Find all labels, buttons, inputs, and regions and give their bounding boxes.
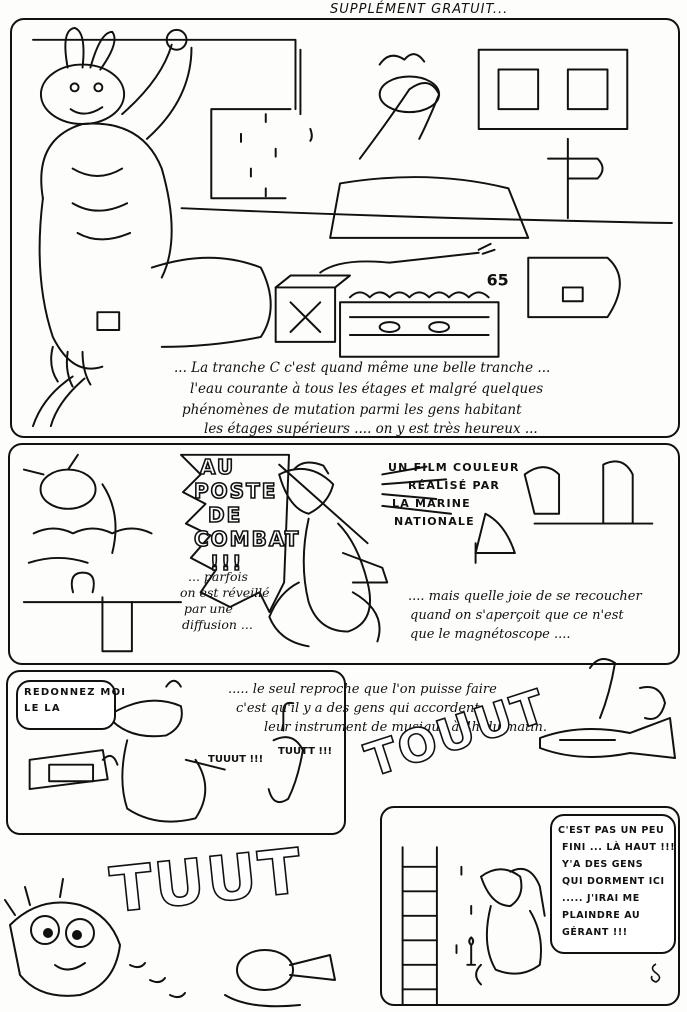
side-caption-line-3: par une	[184, 601, 233, 616]
panel-4-illustration	[401, 846, 546, 1004]
side-caption-line-1: ... parfois	[188, 569, 248, 584]
alert-sfx-line-5: !!!	[209, 551, 244, 575]
film-caption-line-2: RÉALISÉ PAR	[408, 479, 501, 492]
alert-sfx-line-3: DE	[207, 503, 243, 527]
panel-2-illustration	[22, 453, 654, 653]
panel-3-caption-line-1: ..... le seul reproche que l'on puisse f…	[228, 682, 497, 697]
speech-right-line-5: ..... J'IRAI ME	[562, 893, 640, 904]
bottom-caption-line-1: .... mais quelle joie de se recoucher	[408, 589, 642, 604]
big-sfx-tuut: TUUT	[106, 833, 307, 927]
side-caption-line-4: diffusion ...	[182, 617, 253, 632]
panel-3-trumpet-scene: REDONNEZ MOI LE LA TUUUT !!! TUUTT !!!	[6, 670, 346, 835]
panel-4-complaint-scene: C'EST PAS UN PEU FINI ... LÀ HAUT !!! Y'…	[380, 806, 680, 1006]
panel-1-caption-line-4: les étages supérieurs .... on y est très…	[204, 421, 538, 437]
panel-1-building-scene: 65 ... La tranche C c'est quand même une…	[10, 18, 680, 438]
artist-signature-mark	[650, 963, 661, 983]
number-label: 65	[487, 270, 509, 289]
panel-2-alert-scene: AU POSTE DE COMBAT !!! ... parfois on es…	[8, 443, 680, 665]
page-header-title: SUPPLÉMENT GRATUIT...	[330, 2, 509, 17]
panel-3-illustration	[28, 679, 304, 823]
speech-right-line-4: QUI DORMENT ICI	[562, 876, 665, 887]
speech-right-line-1: C'EST PAS UN PEU	[558, 825, 665, 836]
panel-4-left-illustration	[4, 878, 336, 1008]
bottom-caption-line-2: quand on s'aperçoit que ce n'est	[410, 608, 624, 623]
speech-bubble-left	[16, 680, 116, 730]
small-sfx-2: TUUTT !!!	[278, 746, 333, 757]
small-sfx-1: TUUUT !!!	[208, 754, 264, 765]
film-caption-line-4: NATIONALE	[394, 515, 475, 528]
bottom-caption-line-3: que le magnétoscope ....	[410, 627, 571, 642]
alert-sfx-line-2: POSTE	[193, 479, 278, 503]
speech-right-line-6: PLAINDRE AU	[562, 910, 641, 921]
panel-3-caption-line-3: leur instrument de musique à 4h du matin…	[264, 720, 547, 735]
film-caption-line-3: LA MARINE	[392, 497, 471, 510]
alert-sfx-line-1: AU	[199, 455, 236, 479]
panel-3-caption-line-2: c'est qu'il y a des gens qui accordent	[236, 701, 480, 716]
speech-left-line-2: LE LA	[24, 703, 61, 714]
speech-bubble-right	[550, 814, 676, 954]
trumpet-player-illustration	[539, 658, 676, 759]
panel-1-illustration: 65	[32, 26, 673, 428]
speech-right-line-7: GÉRANT !!!	[562, 927, 628, 938]
speech-right-line-2: FINI ... LÀ HAUT !!!	[562, 842, 676, 853]
side-caption-line-2: on est réveillé	[180, 585, 270, 600]
panel-1-caption-line-1: ... La tranche C c'est quand même une be…	[174, 360, 551, 376]
film-caption-line-1: UN FILM COULEUR	[388, 461, 520, 474]
speech-left-line-1: REDONNEZ MOI	[24, 687, 127, 698]
alert-sfx-line-4: COMBAT	[193, 527, 301, 551]
speech-right-line-3: Y'A DES GENS	[562, 859, 644, 870]
panel-1-caption-line-2: l'eau courante à tous les étages et malg…	[190, 381, 544, 397]
panel-1-caption-line-3: phénomènes de mutation parmi les gens ha…	[182, 402, 522, 418]
